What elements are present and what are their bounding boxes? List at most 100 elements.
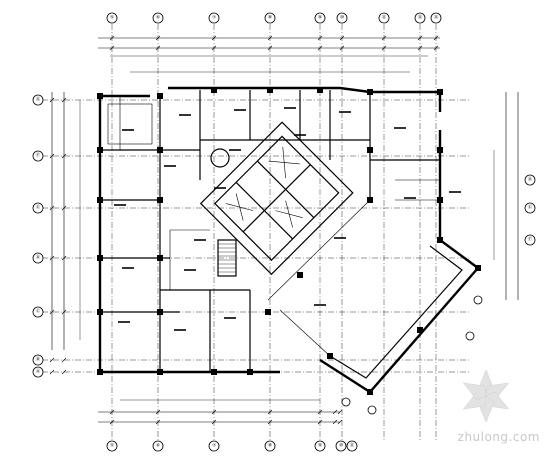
axis-bubbles-diagonal xyxy=(341,295,483,415)
top-dimension-lines xyxy=(98,35,440,73)
svg-text:Ⓒ: Ⓒ xyxy=(36,308,41,315)
svg-text:⑪: ⑪ xyxy=(382,14,387,21)
axis-bubble: ⑧ xyxy=(264,440,276,452)
watermark-text: zhulong.com xyxy=(457,430,540,444)
column xyxy=(417,327,423,333)
axis-bubble: ⑩ xyxy=(336,12,348,24)
svg-text:⑤: ⑤ xyxy=(110,15,114,21)
column xyxy=(297,272,303,278)
round-feature xyxy=(210,148,230,168)
column xyxy=(157,197,163,203)
column xyxy=(327,353,333,359)
rotated-core xyxy=(199,121,354,276)
axis-grid-lines xyxy=(42,24,470,440)
axis-bubble: ⑪ xyxy=(346,440,358,452)
column xyxy=(367,197,373,203)
axis-bubble: Ⓓ xyxy=(524,174,536,186)
column xyxy=(317,87,323,93)
axis-bubbles-right: Ⓓ Ⓔ Ⓕ xyxy=(524,174,536,246)
axis-bubble: ⑧ xyxy=(264,12,276,24)
axis-bubble: Ⓕ xyxy=(32,150,44,162)
column xyxy=(265,309,271,315)
axis-bubble: ⑨ xyxy=(314,12,326,24)
svg-text:⑨: ⑨ xyxy=(318,15,322,21)
column xyxy=(97,369,103,375)
right-dimension-lines xyxy=(493,92,519,300)
bottom-dimension-lines xyxy=(98,399,343,425)
column xyxy=(437,147,443,153)
straight-stair xyxy=(217,239,237,277)
svg-text:⑬: ⑬ xyxy=(434,14,439,21)
column xyxy=(367,147,373,153)
axis-bubble: ⑥ xyxy=(152,440,164,452)
left-dimension-lines xyxy=(49,92,81,375)
column xyxy=(157,147,163,153)
svg-text:⑧: ⑧ xyxy=(268,443,272,449)
axis-bubble: ⑬ xyxy=(430,12,442,24)
svg-text:Ⓕ: Ⓕ xyxy=(36,152,41,159)
svg-text:⑨: ⑨ xyxy=(318,443,322,449)
svg-text:Ⓔ: Ⓔ xyxy=(36,204,41,211)
axis-bubble: ⑤ xyxy=(106,440,118,452)
column xyxy=(97,197,103,203)
column xyxy=(157,309,163,315)
room-annotations xyxy=(114,107,461,331)
column xyxy=(97,93,103,99)
column xyxy=(97,255,103,261)
column xyxy=(211,369,217,375)
axis-bubble: Ⓓ xyxy=(32,252,44,264)
column xyxy=(437,197,443,203)
svg-text:Ⓑ: Ⓑ xyxy=(36,356,41,363)
axis-bubbles-left: Ⓖ Ⓕ Ⓔ Ⓓ Ⓒ Ⓑ Ⓐ xyxy=(32,94,44,378)
column xyxy=(157,255,163,261)
column xyxy=(367,389,373,395)
column xyxy=(97,147,103,153)
zhulong-logo-watermark xyxy=(462,369,510,423)
svg-text:⑫: ⑫ xyxy=(418,14,423,21)
column xyxy=(437,89,443,95)
svg-text:Ⓔ: Ⓔ xyxy=(528,204,533,211)
svg-text:⑥: ⑥ xyxy=(156,15,160,21)
axis-bubble: Ⓒ xyxy=(32,306,44,318)
svg-text:⑤: ⑤ xyxy=(110,443,114,449)
svg-text:⑩: ⑩ xyxy=(339,443,343,449)
axis-bubble: ⑩ xyxy=(335,440,347,452)
axis-bubble: ⑦ xyxy=(208,12,220,24)
axis-bubble: ⑤ xyxy=(106,12,118,24)
svg-text:Ⓖ: Ⓖ xyxy=(36,96,41,103)
axis-bubble: Ⓔ xyxy=(32,202,44,214)
column xyxy=(157,93,163,99)
column xyxy=(437,237,443,243)
svg-text:Ⓐ: Ⓐ xyxy=(36,368,41,375)
column xyxy=(475,265,481,271)
svg-text:⑧: ⑧ xyxy=(268,15,272,21)
svg-text:Ⓕ: Ⓕ xyxy=(528,236,533,243)
outer-walls xyxy=(98,86,480,394)
axis-bubble: Ⓕ xyxy=(524,234,536,246)
axis-bubble: ⑦ xyxy=(208,440,220,452)
axis-bubble: ⑫ xyxy=(414,12,426,24)
axis-bubble: Ⓐ xyxy=(32,366,44,378)
column xyxy=(157,369,163,375)
axis-bubbles-bottom: ⑤ ⑥ ⑦ ⑧ ⑨ ⑩ ⑪ xyxy=(106,440,358,452)
axis-bubble: ⑨ xyxy=(314,440,326,452)
axis-bubble: Ⓑ xyxy=(32,354,44,366)
svg-text:⑩: ⑩ xyxy=(340,15,344,21)
svg-text:⑦: ⑦ xyxy=(212,15,216,21)
structural-columns xyxy=(97,87,481,395)
column xyxy=(211,87,217,93)
column xyxy=(267,87,273,93)
column xyxy=(367,89,373,95)
svg-text:⑥: ⑥ xyxy=(156,443,160,449)
axis-bubble: ⑥ xyxy=(152,12,164,24)
svg-text:⑪: ⑪ xyxy=(350,442,355,449)
column xyxy=(97,309,103,315)
svg-text:Ⓓ: Ⓓ xyxy=(528,176,533,183)
svg-text:⑦: ⑦ xyxy=(212,443,216,449)
axis-bubble: Ⓖ xyxy=(32,94,44,106)
svg-text:Ⓓ: Ⓓ xyxy=(36,254,41,261)
axis-bubbles-top: ⑤ ⑥ ⑦ ⑧ ⑨ ⑩ ⑪ ⑫ ⑬ xyxy=(106,12,442,24)
axis-bubble: Ⓔ xyxy=(524,202,536,214)
axis-bubble: ⑪ xyxy=(378,12,390,24)
